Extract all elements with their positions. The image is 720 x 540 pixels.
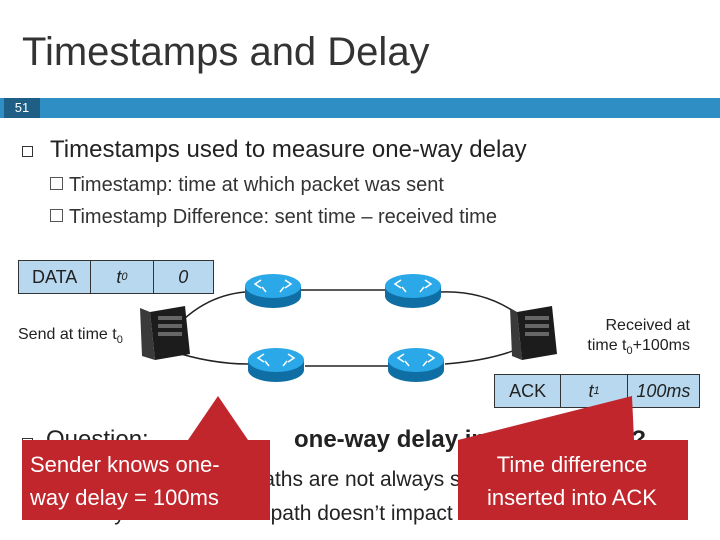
router-icon bbox=[388, 348, 444, 382]
callout-left-shape bbox=[22, 396, 270, 520]
slide-bar bbox=[0, 98, 720, 118]
server-icon bbox=[140, 306, 190, 360]
network-diagram bbox=[140, 274, 557, 382]
callout-shapes bbox=[22, 396, 688, 520]
slide-title: Timestamps and Delay bbox=[22, 30, 430, 74]
packet-type: ACK bbox=[495, 375, 562, 407]
bullet-square-icon bbox=[22, 146, 33, 157]
sub-bullet-1: Timestamp: time at which packet was sent bbox=[50, 174, 444, 197]
receive-label: Received at time t0+100ms bbox=[587, 317, 690, 358]
packet-type: DATA bbox=[19, 261, 92, 293]
sub-bullet-square-icon bbox=[50, 177, 63, 190]
sub-bullet-square-icon bbox=[50, 209, 63, 222]
callout-right: Time difference inserted into ACK bbox=[487, 452, 657, 510]
packet-diff: 100ms bbox=[636, 380, 691, 401]
slide-number: 51 bbox=[4, 98, 40, 118]
callout-left: Sender knows one- way delay = 100ms bbox=[30, 452, 220, 510]
callout-right-shape bbox=[458, 396, 688, 520]
sub-bullet-2: Timestamp Difference: sent time – receiv… bbox=[50, 206, 497, 229]
router-icon bbox=[385, 274, 441, 308]
server-icon bbox=[510, 306, 557, 360]
router-icon bbox=[245, 274, 301, 308]
router-icon bbox=[248, 348, 304, 382]
send-label: Send at time t0 bbox=[18, 326, 123, 347]
main-bullet: Timestamps used to measure one-way delay bbox=[50, 136, 527, 163]
packet-diff: 0 bbox=[178, 266, 189, 287]
